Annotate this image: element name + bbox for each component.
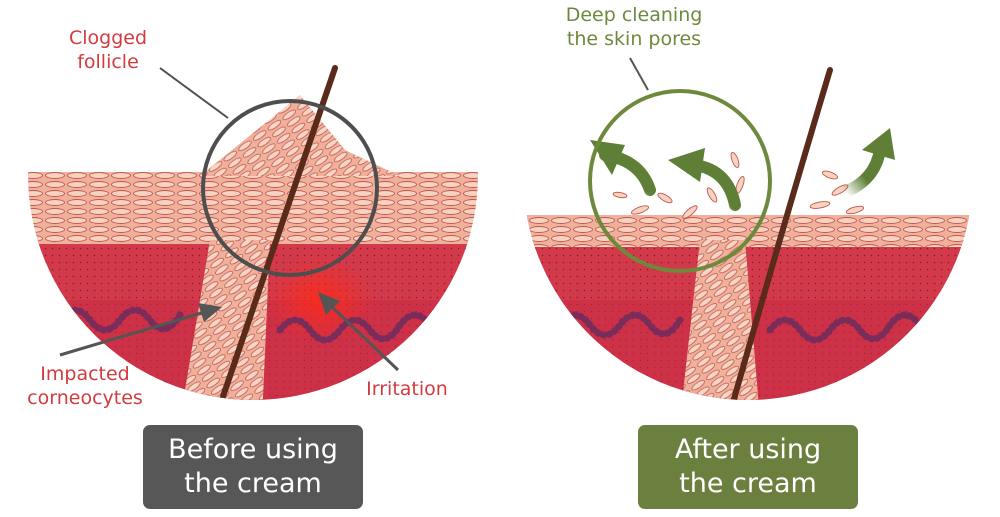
before-epidermis bbox=[28, 172, 478, 244]
cleaning-arrow-left bbox=[590, 140, 656, 196]
after-epidermis bbox=[523, 215, 973, 247]
before-cell-chain-left bbox=[56, 306, 184, 334]
after-hair bbox=[725, 67, 833, 400]
clogged-label-line2: follicle bbox=[77, 51, 139, 73]
deep-cleaning-label: Deep cleaning the skin pores bbox=[534, 3, 734, 51]
cleaning-arrow-middle bbox=[668, 148, 741, 211]
after-caption: After using the cream bbox=[638, 425, 858, 509]
after-cell-chain-left bbox=[556, 311, 684, 339]
irritation-arrow bbox=[318, 292, 400, 372]
before-caption-line2: the cream bbox=[184, 468, 322, 499]
after-caption-line1: After using bbox=[674, 434, 822, 465]
impacted-arrow bbox=[59, 303, 222, 357]
clogged-pointer-line bbox=[159, 67, 229, 119]
before-highlight-circle bbox=[201, 99, 379, 277]
deep-label-line2: the skin pores bbox=[566, 28, 702, 50]
after-highlight-circle bbox=[588, 89, 772, 273]
clogged-follicle-label: Clogged follicle bbox=[52, 26, 164, 74]
impacted-label-line1: Impacted bbox=[40, 363, 130, 385]
after-cell-chain-right bbox=[766, 311, 924, 344]
clogged-plug bbox=[200, 95, 400, 176]
after-caption-line2: the cream bbox=[679, 468, 817, 499]
impacted-corneocytes-label: Impacted corneocytes bbox=[10, 362, 160, 410]
before-caption-line1: Before using bbox=[168, 434, 338, 465]
clogged-label-line1: Clogged bbox=[68, 27, 148, 49]
before-caption: Before using the cream bbox=[143, 425, 363, 509]
cleaning-arrow-right bbox=[839, 128, 895, 198]
impacted-label-line2: corneocytes bbox=[27, 387, 143, 409]
deep-label-line1: Deep cleaning bbox=[565, 4, 703, 26]
before-cell-chain-right bbox=[276, 311, 434, 344]
follicle-column bbox=[180, 240, 270, 400]
before-hair bbox=[212, 65, 338, 400]
irritation-label: Irritation bbox=[366, 378, 448, 400]
deep-clean-pointer-line bbox=[629, 57, 649, 91]
